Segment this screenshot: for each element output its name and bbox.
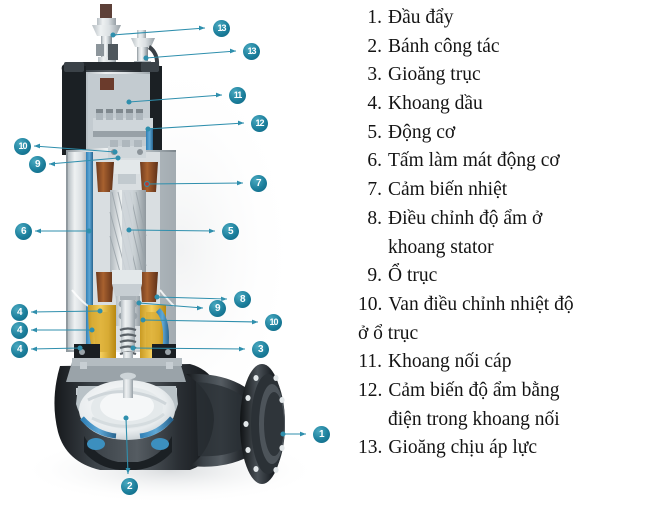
callout-badge-4-top[interactable]: 4 xyxy=(11,304,28,321)
legend-number-2: 2. xyxy=(367,35,382,57)
legend-label-11: Khoang nối cáp xyxy=(388,351,512,373)
callout-badge-5[interactable]: 5 xyxy=(222,223,239,240)
legend-number-7: 7. xyxy=(367,179,382,201)
legend-item-3: 3. Gioăng trục xyxy=(358,61,647,89)
legend-label-2: Bánh công tác xyxy=(388,35,500,57)
legend-label-5: Động cơ xyxy=(388,121,456,143)
legend-number-9: 9. xyxy=(367,265,382,287)
legend-number-5: 5. xyxy=(367,121,382,143)
legend-number-11: 11. xyxy=(358,351,382,373)
callout-badge-13-lower[interactable]: 13 xyxy=(243,43,260,60)
legend-item-1: 1. Đầu đẩy xyxy=(358,4,647,32)
callout-badge-12[interactable]: 12 xyxy=(251,115,268,132)
legend-label-10-cont: ở ổ trục xyxy=(358,322,419,344)
legend-label-10: Van điều chỉnh nhiệt độ xyxy=(388,293,574,315)
callout-badge-7[interactable]: 7 xyxy=(250,175,267,192)
legend-label-7: Cảm biến nhiệt xyxy=(388,179,508,201)
legend-label-9: Ổ trục xyxy=(388,265,438,287)
callout-badge-9-lower[interactable]: 9 xyxy=(209,300,226,317)
callout-badge-4-bottom[interactable]: 4 xyxy=(11,341,28,358)
callout-badge-1[interactable]: 1 xyxy=(313,426,330,443)
legend-label-12: Cảm biến độ ẩm bằng xyxy=(388,379,560,401)
legend-label-13: Gioăng chịu áp lực xyxy=(388,437,538,459)
legend-item-7: 7. Cảm biến nhiệt xyxy=(358,176,647,204)
parts-legend: 1. Đầu đẩy 2. Bánh công tác 3. Gioăng tr… xyxy=(358,4,647,463)
legend-number-8: 8. xyxy=(367,207,382,229)
legend-number-1: 1. xyxy=(367,7,382,28)
legend-item-2: 2. Bánh công tác xyxy=(358,33,647,61)
legend-item-13: 13. Gioăng chịu áp lực xyxy=(358,434,647,462)
legend-label-4: Khoang dầu xyxy=(388,93,483,115)
legend-item-11: 11. Khoang nối cáp xyxy=(358,348,647,376)
pump-illustration xyxy=(20,4,320,504)
legend-label-8: Điều chỉnh độ ẩm ở xyxy=(388,207,543,229)
legend-number-12: 12. xyxy=(358,379,383,401)
callout-badge-3[interactable]: 3 xyxy=(252,341,269,358)
legend-item-9: 9. Ổ trục xyxy=(358,262,647,290)
legend-label-6: Tấm làm mát động cơ xyxy=(388,150,560,172)
callout-badge-4-middle[interactable]: 4 xyxy=(11,322,28,339)
callout-badge-8[interactable]: 8 xyxy=(234,291,251,308)
callout-badge-2[interactable]: 2 xyxy=(121,478,138,495)
legend-item-4: 4. Khoang dầu xyxy=(358,90,647,118)
legend-item-8: 8. Điều chỉnh độ ẩm ở xyxy=(358,205,647,233)
callout-badge-13-top[interactable]: 13 xyxy=(213,20,230,37)
callout-badge-10-lower[interactable]: 10 xyxy=(265,314,282,331)
legend-number-13: 13. xyxy=(358,437,383,459)
legend-number-10: 10. xyxy=(358,293,383,315)
callout-badge-6[interactable]: 6 xyxy=(15,223,32,240)
pump-cutaway-diagram: 13 13 11 12 10 9 7 6 5 8 9 10 4 4 4 3 1 … xyxy=(11,4,330,504)
legend-label-8-cont: khoang stator xyxy=(388,236,494,258)
legend-label-3: Gioăng trục xyxy=(388,64,481,86)
legend-number-4: 4. xyxy=(367,93,382,115)
leader-lines xyxy=(30,25,306,475)
legend-item-10: 10. Van điều chỉnh nhiệt độ xyxy=(358,291,647,319)
callout-badge-11[interactable]: 11 xyxy=(229,87,246,104)
legend-label-1: Đầu đẩy xyxy=(388,7,454,28)
callout-badge-9-upper[interactable]: 9 xyxy=(29,156,46,173)
legend-number-6: 6. xyxy=(367,150,382,172)
legend-label-12-cont: điện trong khoang nối xyxy=(388,408,560,430)
legend-item-12: 12. Cảm biến độ ẩm bằng xyxy=(358,377,647,405)
callout-badge-10-upper[interactable]: 10 xyxy=(14,138,31,155)
legend-number-3: 3. xyxy=(367,64,382,86)
legend-item-6: 6. Tấm làm mát động cơ xyxy=(358,147,647,175)
legend-item-5: 5. Động cơ xyxy=(358,119,647,147)
